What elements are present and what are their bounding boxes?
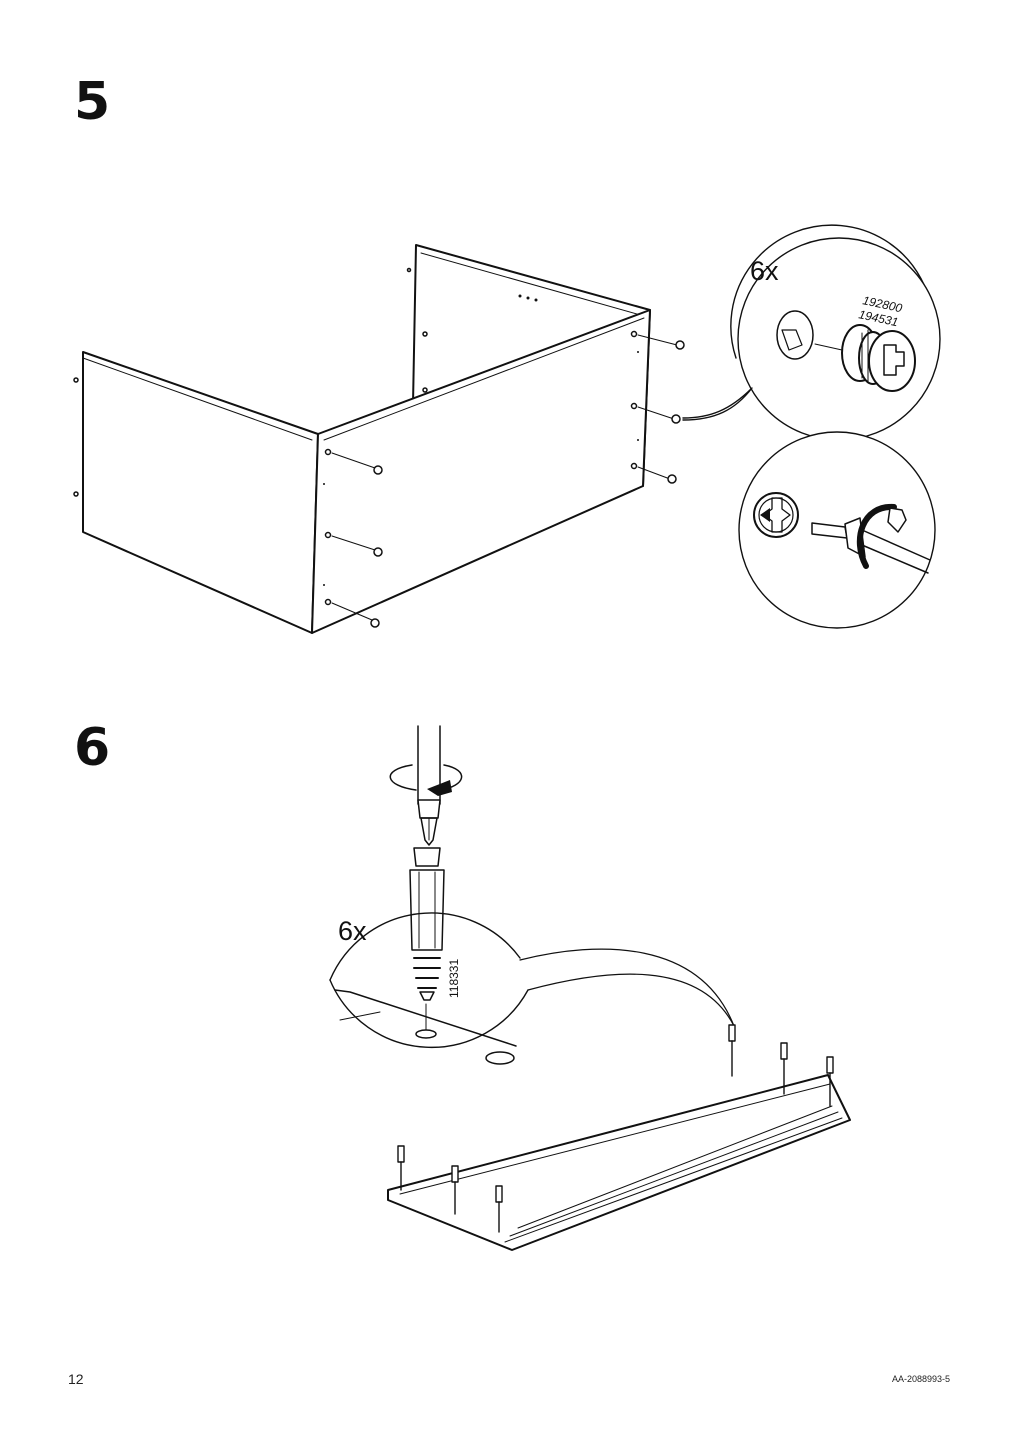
step-5-drawing <box>73 224 941 634</box>
part-number-118331: 118331 <box>447 959 461 998</box>
step-6-number: 6 <box>74 718 111 778</box>
page-number: 12 <box>68 1371 84 1387</box>
step-6-quantity: 6x <box>338 916 367 946</box>
base-panel <box>387 1074 851 1251</box>
step-5-quantity: 6x <box>750 256 779 286</box>
document-code: AA-2088993-5 <box>891 1374 950 1384</box>
step-5-number: 5 <box>74 72 111 132</box>
left-side-panel <box>82 351 319 634</box>
front-panel <box>311 309 651 634</box>
step-6-drawing <box>329 725 851 1251</box>
